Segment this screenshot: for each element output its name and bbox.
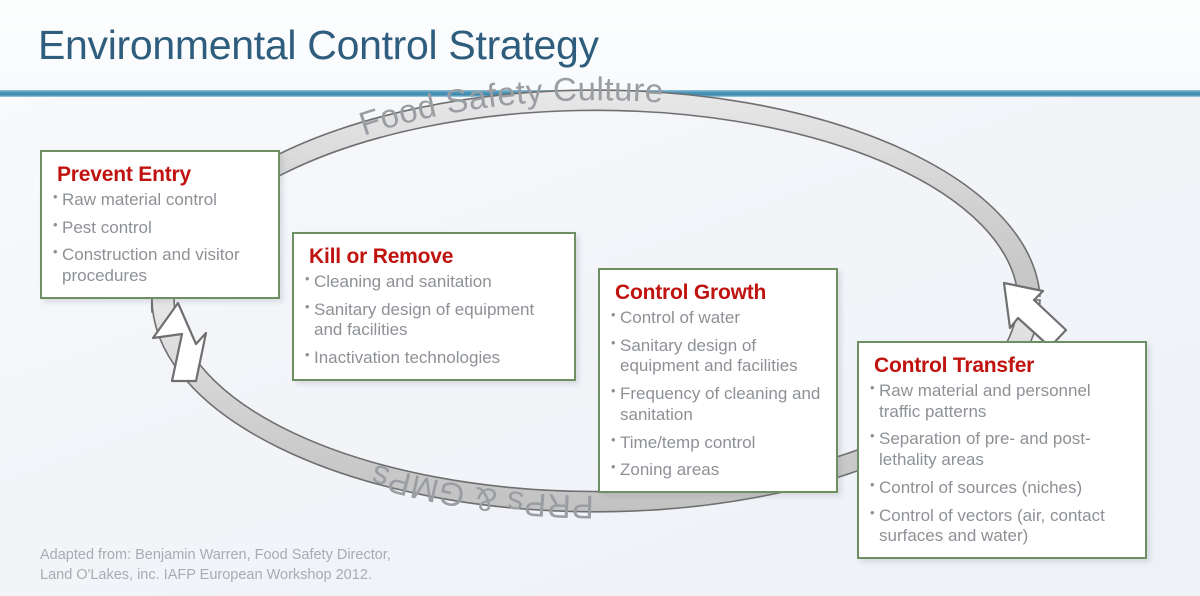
- strategy-box-prevent-entry[interactable]: Prevent Entry Raw material control Pest …: [40, 150, 280, 299]
- list-item: Pest control: [53, 217, 267, 239]
- list-item: Raw material and personnel traffic patte…: [870, 380, 1134, 422]
- attribution-line-1: Adapted from: Benjamin Warren, Food Safe…: [40, 547, 391, 563]
- list-item: Zoning areas: [611, 459, 825, 481]
- strategy-box-control-transfer[interactable]: Control Transfer Raw material and person…: [857, 341, 1147, 560]
- list-item: Construction and visitor procedures: [53, 244, 267, 286]
- arc-label-food-safety-culture: Food Safety Culture: [355, 70, 665, 142]
- list-item: Time/temp control: [611, 432, 825, 454]
- box-title-kill-or-remove: Kill or Remove: [309, 245, 454, 268]
- list-item: Sanitary design of equipment and facilit…: [611, 335, 825, 377]
- list-item: Frequency of cleaning and sanitation: [611, 383, 825, 425]
- header-band: [0, 0, 1200, 92]
- strategy-box-kill-or-remove[interactable]: Kill or Remove Cleaning and sanitation S…: [292, 232, 576, 381]
- attribution-note: Adapted from: Benjamin Warren, Food Safe…: [40, 546, 510, 585]
- list-item: Separation of pre- and post-lethality ar…: [870, 428, 1134, 470]
- box-title-control-transfer: Control Transfer: [874, 354, 1035, 377]
- bullet-list-prevent-entry: Raw material control Pest control Constr…: [53, 189, 267, 287]
- list-item: Inactivation technologies: [305, 347, 563, 369]
- arrowhead-to-prevent-entry: [151, 301, 208, 383]
- attribution-line-2: Land O'Lakes, inc. IAFP European Worksho…: [40, 566, 372, 583]
- bullet-list-kill-or-remove: Cleaning and sanitation Sanitary design …: [305, 271, 563, 369]
- list-item: Control of sources (niches): [870, 477, 1134, 499]
- page-title: Environmental Control Strategy: [38, 22, 599, 68]
- bullet-list-control-growth: Control of water Sanitary design of equi…: [611, 307, 825, 481]
- list-item: Sanitary design of equipment and facilit…: [305, 299, 563, 341]
- list-item: Control of vectors (air, contact surface…: [870, 505, 1134, 547]
- arc-label-prps-gmps: PRPs & GMPs: [366, 457, 594, 526]
- arrowhead-to-control-transfer: [1002, 281, 1068, 349]
- strategy-box-control-growth[interactable]: Control Growth Control of water Sanitary…: [598, 268, 838, 494]
- box-title-prevent-entry: Prevent Entry: [57, 163, 191, 186]
- list-item: Raw material control: [53, 189, 267, 211]
- box-title-control-growth: Control Growth: [615, 281, 767, 304]
- bullet-list-control-transfer: Raw material and personnel traffic patte…: [870, 380, 1134, 547]
- arc-ribbon-top: [150, 89, 1041, 313]
- list-item: Control of water: [611, 307, 825, 329]
- list-item: Cleaning and sanitation: [305, 271, 563, 293]
